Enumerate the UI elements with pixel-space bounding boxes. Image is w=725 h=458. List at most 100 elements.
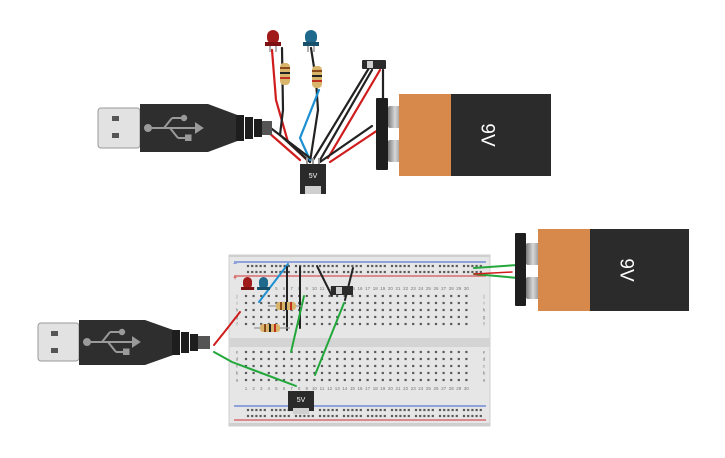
breadboard-hole (343, 357, 346, 361)
breadboard-hole (479, 414, 482, 418)
row-letter-right: f (483, 322, 485, 327)
breadboard-hole (465, 294, 468, 298)
breadboard-hole (294, 414, 298, 418)
breadboard-hole (412, 301, 415, 305)
breadboard-hole (450, 308, 453, 312)
breadboard-hole (374, 322, 377, 326)
breadboard-hole (331, 264, 334, 268)
breadboard-hole (342, 408, 346, 412)
breadboard: 1234567891011121314151617181920212223242… (228, 254, 491, 427)
breadboard-hole (434, 371, 438, 375)
breadboard-hole (320, 315, 324, 319)
breadboard-hole (263, 408, 266, 412)
breadboard-hole (252, 301, 255, 305)
breadboard-hole (343, 322, 346, 326)
breadboard-hole (419, 414, 422, 418)
breadboard-hole (366, 378, 369, 382)
breadboard-hole (412, 371, 415, 375)
column-number-top: 19 (380, 286, 386, 291)
breadboard-hole (359, 270, 362, 274)
breadboard-hole (359, 408, 362, 412)
row-letter-left: f (236, 322, 238, 327)
breadboard-hole (465, 322, 468, 326)
breadboard-hole (282, 357, 286, 361)
breadboard-hole (379, 264, 382, 268)
breadboard-hole (283, 270, 286, 274)
breadboard-hole (327, 270, 330, 274)
breadboard-hole (375, 414, 378, 418)
breadboard-hole (323, 270, 326, 274)
breadboard-hole (275, 378, 278, 382)
breadboard-hole (471, 414, 474, 418)
row-letter-left: h (236, 308, 239, 313)
breadboard-hole (423, 264, 426, 268)
breadboard-hole (320, 294, 324, 298)
top-wire-switch-b (318, 68, 374, 162)
breadboard-hole (423, 270, 426, 274)
breadboard-hole (355, 414, 358, 418)
breadboard-hole (290, 357, 293, 361)
breadboard-hole (381, 378, 384, 382)
breadboard-hole (252, 357, 255, 361)
breadboard-hole (275, 270, 278, 274)
breadboard-hole (351, 264, 354, 268)
breadboard-hole (374, 364, 377, 368)
breadboard-hole (279, 264, 282, 268)
column-number-bottom: 1 (245, 386, 248, 391)
breadboard-hole (475, 270, 478, 274)
column-number-bottom: 13 (335, 386, 341, 391)
breadboard-hole (327, 408, 330, 412)
breadboard-hole (320, 322, 324, 326)
breadboard-hole (328, 350, 331, 354)
breadboard-hole (457, 371, 460, 375)
breadboard-hole (343, 364, 346, 368)
breadboard-hole (479, 408, 482, 412)
breadboard-hole (343, 294, 346, 298)
breadboard-hole (438, 264, 442, 268)
breadboard-hole (443, 414, 446, 418)
breadboard-hole (260, 322, 263, 326)
breadboard-hole (252, 371, 255, 375)
breadboard-hole (275, 364, 278, 368)
bottom-led-red (241, 277, 254, 290)
top-regulator-label: 5V (309, 173, 318, 180)
breadboard-hole (414, 264, 418, 268)
breadboard-hole (450, 364, 453, 368)
breadboard-hole (358, 364, 362, 368)
breadboard-hole (267, 315, 270, 319)
column-number-top: 7 (290, 286, 293, 291)
breadboard-hole (442, 371, 445, 375)
breadboard-hole (396, 308, 400, 312)
breadboard-hole (383, 414, 386, 418)
breadboard-hole (336, 350, 339, 354)
column-number-bottom: 25 (426, 386, 432, 391)
breadboard-hole (434, 378, 438, 382)
breadboard-hole (471, 408, 474, 412)
breadboard-hole (290, 315, 293, 319)
breadboard-hole (358, 371, 362, 375)
breadboard-hole (244, 357, 248, 361)
breadboard-hole (455, 270, 458, 274)
breadboard-hole (313, 350, 316, 354)
breadboard-hole (267, 364, 270, 368)
breadboard-hole (244, 322, 248, 326)
top-wire-switch-red (326, 68, 382, 160)
breadboard-hole (290, 322, 293, 326)
breadboard-hole (389, 301, 392, 305)
breadboard-hole (374, 378, 377, 382)
breadboard-hole (351, 315, 354, 319)
breadboard-hole (328, 315, 331, 319)
bottom-usb-icon (83, 328, 141, 355)
breadboard-hole (423, 414, 426, 418)
breadboard-hole (366, 371, 369, 375)
breadboard-hole (282, 364, 286, 368)
breadboard-hole (313, 371, 316, 375)
breadboard-hole (447, 408, 450, 412)
row-letter-left: a (236, 378, 239, 383)
breadboard-hole (358, 322, 362, 326)
breadboard-hole (275, 408, 278, 412)
breadboard-hole (305, 322, 308, 326)
column-number-bottom: 10 (312, 386, 318, 391)
breadboard-hole (371, 408, 374, 412)
breadboard-hole (403, 408, 406, 412)
